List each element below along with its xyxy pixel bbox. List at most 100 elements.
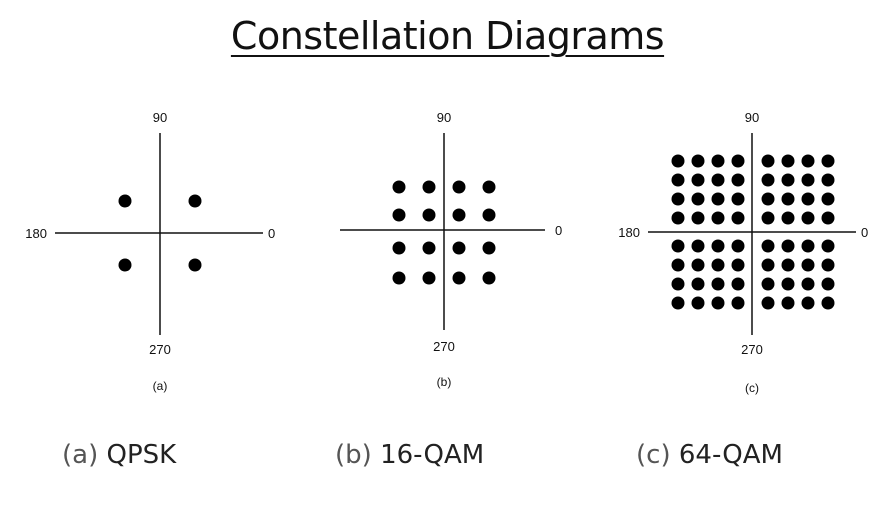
constellation-point — [761, 173, 775, 187]
constellation-point — [118, 258, 132, 272]
panel-qpsk: 90 0 270 180 (a) — [25, 110, 275, 393]
constellation-point — [711, 173, 725, 187]
dots-16qam — [392, 180, 496, 285]
constellation-point — [452, 180, 466, 194]
constellation-point — [392, 208, 406, 222]
constellation-point — [482, 271, 496, 285]
constellation-point — [452, 241, 466, 255]
constellation-point — [781, 277, 795, 291]
label-90-a: 90 — [153, 110, 167, 125]
constellation-point — [801, 239, 815, 253]
label-0-b: 0 — [555, 223, 562, 238]
constellation-point — [731, 154, 745, 168]
constellation-point — [691, 239, 705, 253]
constellation-point — [671, 239, 685, 253]
caption-name-c: 64-QAM — [678, 440, 783, 470]
constellation-point — [761, 154, 775, 168]
constellation-point — [422, 241, 436, 255]
constellation-point — [671, 296, 685, 310]
constellation-point — [711, 277, 725, 291]
caption-name-a: QPSK — [106, 440, 177, 470]
label-270-c: 270 — [741, 342, 763, 357]
constellation-point — [731, 239, 745, 253]
constellation-point — [821, 296, 835, 310]
constellation-point — [711, 211, 725, 225]
constellation-point — [731, 192, 745, 206]
page-title: Constellation Diagrams — [230, 14, 665, 58]
constellation-point — [731, 258, 745, 272]
constellation-point — [392, 271, 406, 285]
constellation-point — [821, 239, 835, 253]
constellation-point — [821, 173, 835, 187]
dots-64qam — [671, 154, 835, 310]
caption-letter-a: (a) — [62, 440, 99, 470]
constellation-point — [781, 173, 795, 187]
panel-letter-a: (a) — [153, 379, 168, 393]
constellation-point — [188, 258, 202, 272]
constellation-point — [422, 180, 436, 194]
constellation-point — [671, 192, 685, 206]
constellation-point — [731, 211, 745, 225]
constellation-point — [691, 211, 705, 225]
constellation-point — [711, 239, 725, 253]
label-270-a: 270 — [149, 342, 171, 357]
label-0-a: 0 — [268, 226, 275, 241]
constellation-point — [118, 194, 132, 208]
constellation-point — [452, 208, 466, 222]
constellation-point — [801, 154, 815, 168]
constellation-point — [482, 208, 496, 222]
constellation-point — [761, 239, 775, 253]
panel-letter-c: (c) — [745, 381, 759, 395]
constellation-point — [392, 180, 406, 194]
constellation-point — [801, 277, 815, 291]
constellation-point — [781, 211, 795, 225]
caption-qpsk: (a) QPSK — [62, 440, 176, 470]
constellation-point — [711, 154, 725, 168]
constellation-point — [761, 192, 775, 206]
constellation-point — [801, 211, 815, 225]
constellation-point — [761, 258, 775, 272]
constellation-point — [821, 154, 835, 168]
constellation-point — [821, 192, 835, 206]
constellation-point — [731, 296, 745, 310]
label-180-c: 180 — [618, 225, 640, 240]
caption-64qam: (c) 64-QAM — [636, 440, 783, 470]
label-180-a: 180 — [25, 226, 47, 241]
constellation-point — [482, 241, 496, 255]
constellation-point — [801, 173, 815, 187]
constellation-point — [821, 258, 835, 272]
label-90-c: 90 — [745, 110, 759, 125]
constellation-point — [671, 173, 685, 187]
constellation-point — [671, 154, 685, 168]
constellation-point — [761, 277, 775, 291]
panel-letter-b: (b) — [437, 375, 452, 389]
constellation-point — [711, 296, 725, 310]
constellation-point — [671, 277, 685, 291]
constellation-point — [392, 241, 406, 255]
constellation-point — [691, 173, 705, 187]
constellation-point — [482, 180, 496, 194]
constellation-point — [731, 277, 745, 291]
constellation-point — [821, 277, 835, 291]
constellation-point — [761, 296, 775, 310]
dots-qpsk — [118, 194, 202, 272]
constellation-point — [691, 154, 705, 168]
label-270-b: 270 — [433, 339, 455, 354]
constellation-point — [691, 192, 705, 206]
constellation-point — [691, 296, 705, 310]
constellation-point — [781, 296, 795, 310]
caption-letter-c: (c) — [636, 440, 671, 470]
constellation-point — [452, 271, 466, 285]
constellation-point — [671, 258, 685, 272]
constellation-point — [781, 239, 795, 253]
constellation-point — [691, 277, 705, 291]
caption-16qam: (b) 16-QAM — [335, 440, 484, 470]
panel-64qam: 90 0 270 180 (c) — [618, 110, 868, 395]
constellation-point — [422, 271, 436, 285]
constellation-point — [422, 208, 436, 222]
constellation-point — [731, 173, 745, 187]
constellation-point — [781, 192, 795, 206]
constellation-point — [801, 296, 815, 310]
constellation-point — [761, 211, 775, 225]
